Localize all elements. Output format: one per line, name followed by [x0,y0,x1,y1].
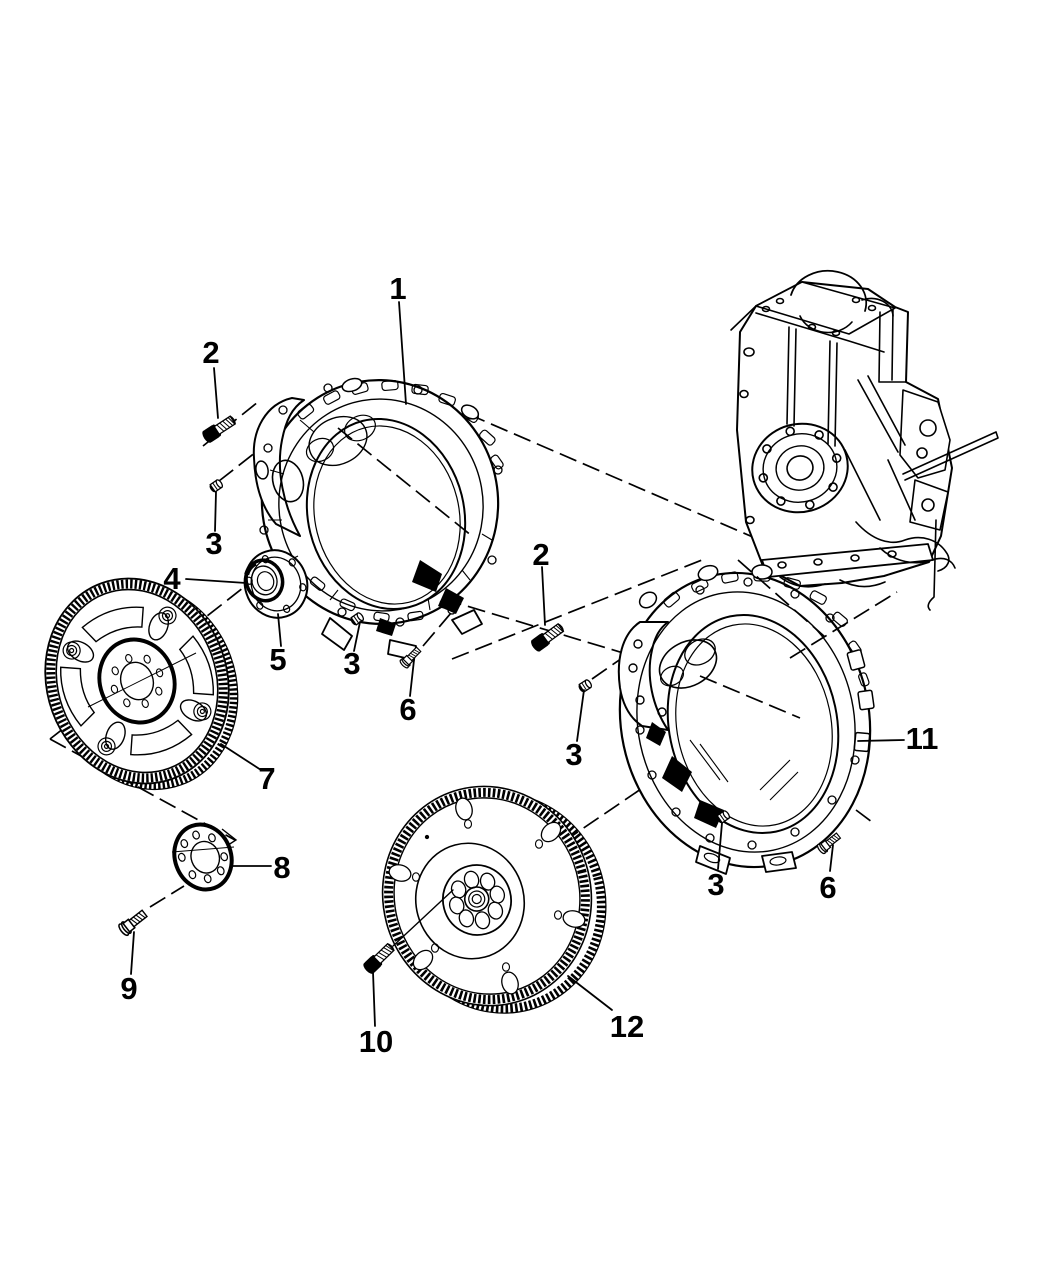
plug-3-right-upper [576,678,594,694]
flexplate [44,577,239,791]
callout-6-left: 6 [399,692,416,727]
spacer-plate [171,822,235,892]
bolt-9 [116,907,150,938]
pilot-bearing [243,549,309,619]
callout-3-right-upper: 3 [565,737,582,772]
callout-3-left-lower: 3 [343,646,360,681]
callout-2-right: 2 [532,537,549,572]
leader-lines [130,301,905,1027]
callout-6-right: 6 [819,870,836,905]
bolt-10 [360,940,398,977]
callout-3-left-upper: 3 [205,526,222,561]
adapter-plate-1 [252,377,504,661]
assembly-axis-lines-over [337,427,898,719]
callout-4: 4 [163,561,181,596]
callout-9: 9 [120,971,137,1006]
callout-5: 5 [269,642,286,677]
callout-2-left: 2 [202,335,219,370]
adapter-plate-11 [617,564,875,875]
bolt-2-left [199,412,239,446]
callout-10: 10 [359,1024,393,1059]
callout-labels: 1 2 3 4 5 3 6 2 3 11 3 6 7 8 9 10 12 [120,271,938,1059]
flywheel [381,785,607,1014]
callout-11: 11 [906,721,939,756]
engine-block [730,269,999,611]
callout-7: 7 [258,761,275,796]
callout-12: 12 [610,1009,644,1044]
callout-3-right-lower: 3 [707,867,724,902]
callout-8: 8 [273,850,290,885]
callout-1: 1 [389,271,406,306]
